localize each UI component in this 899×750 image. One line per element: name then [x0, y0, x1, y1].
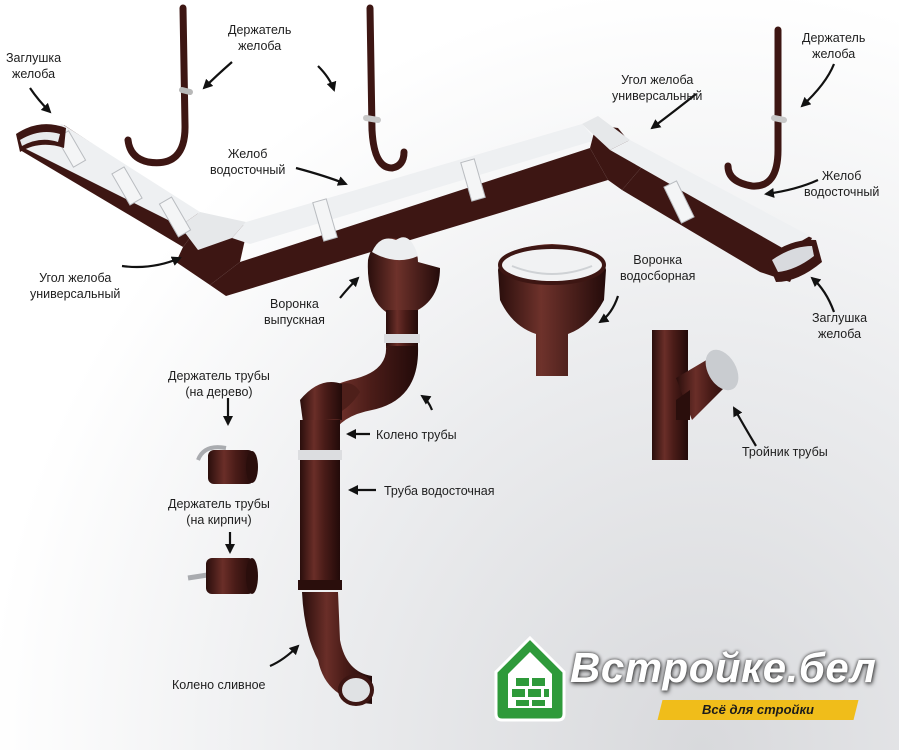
label-line: Желоб	[227, 147, 268, 161]
label-pipe-holder-brick: Держатель трубы (на кирпич)	[168, 496, 270, 528]
label-line: (на кирпич)	[186, 513, 252, 527]
label-pipe-tee: Тройник трубы	[742, 444, 828, 460]
label-line: Колено сливное	[172, 678, 266, 692]
label-line: Угол желоба	[621, 73, 694, 87]
downpipe-assembly	[298, 237, 440, 706]
label-pipe-holder-wood: Держатель трубы (на дерево)	[168, 368, 270, 400]
label-gutter-holder-right: Держатель желоба	[802, 30, 865, 62]
logo-tagline-bar: Всё для стройки	[657, 700, 859, 720]
pipe-tee	[652, 330, 739, 460]
label-line: Держатель	[228, 23, 292, 37]
label-gutter-holder-top: Держатель желоба	[228, 22, 291, 54]
label-line: Держатель трубы	[168, 369, 270, 383]
label-line: Держатель	[802, 31, 866, 45]
label-gutter-mid: Желоб водосточный	[210, 146, 285, 178]
logo-name: Встройке.бел	[570, 644, 877, 691]
label-line: универсальный	[612, 89, 703, 103]
collector-funnel	[498, 244, 606, 376]
label-gutter-cap-right: Заглушка желоба	[812, 310, 867, 342]
label-line: (на дерево)	[185, 385, 253, 399]
label-line: Колено трубы	[376, 428, 457, 442]
label-pipe-elbow: Колено трубы	[376, 427, 457, 443]
label-line: универсальный	[30, 287, 121, 301]
label-line: Угол желоба	[39, 271, 112, 285]
gutter-segment-middle	[210, 148, 608, 296]
label-line: Тройник трубы	[742, 445, 828, 459]
label-line: водосточный	[210, 163, 286, 177]
pipe-holder-brick	[187, 558, 258, 594]
gutter-holder-center	[366, 4, 408, 172]
label-line: Держатель трубы	[168, 497, 270, 511]
label-line: желоба	[817, 327, 862, 341]
label-collector-funnel: Воронка водосборная	[620, 252, 695, 284]
pipe-holder-wood	[196, 445, 258, 484]
brand-logo: Встройке.бел Всё для стройки	[494, 634, 877, 730]
gutter-holder-hooks	[124, 4, 787, 190]
logo-tagline: Всё для стройки	[702, 702, 814, 717]
label-line: желоба	[812, 47, 856, 61]
gutter-holder-left	[124, 4, 189, 167]
label-line: Заглушка	[812, 311, 868, 325]
label-line: Желоб	[821, 169, 862, 183]
label-line: желоба	[11, 67, 56, 81]
label-line: Заглушка	[6, 51, 62, 65]
label-line: Воронка	[633, 253, 683, 267]
label-gutter-cap-left: Заглушка желоба	[6, 50, 61, 82]
label-line: желоба	[238, 39, 282, 53]
label-gutter-corner-top: Угол желоба универсальный	[612, 72, 702, 104]
gutter-holder-right	[724, 26, 782, 190]
downpipe	[300, 420, 340, 588]
label-gutter-right: Желоб водосточный	[804, 168, 879, 200]
label-downpipe: Труба водосточная	[384, 483, 495, 499]
label-line: водосточный	[804, 185, 880, 199]
label-drain-elbow: Колено сливное	[172, 677, 266, 693]
label-outlet-funnel: Воронка выпускная	[264, 296, 325, 328]
gutter-run	[16, 116, 822, 296]
label-gutter-corner-left: Угол желоба универсальный	[30, 270, 120, 302]
label-line: Труба водосточная	[384, 484, 495, 498]
label-line: водосборная	[620, 269, 696, 283]
callout-arrows	[29, 61, 836, 668]
label-line: Воронка	[270, 297, 319, 311]
label-line: выпускная	[264, 313, 325, 327]
house-brick-icon	[494, 635, 566, 722]
